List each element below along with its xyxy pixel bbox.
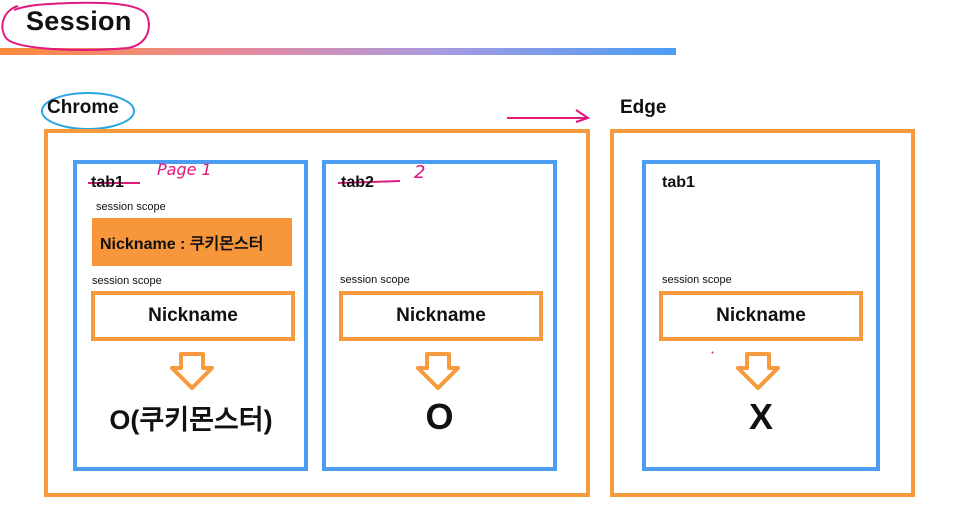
browser-label-edge: Edge xyxy=(620,97,667,118)
session-lookup-box: Nickname xyxy=(339,291,543,341)
tab2-strike xyxy=(337,180,401,184)
tab-box-chrome-tab1 xyxy=(73,160,308,471)
result-text: O(쿠키몬스터) xyxy=(109,405,273,435)
down-arrow-icon xyxy=(170,352,214,390)
down-arrow-icon xyxy=(416,352,460,390)
tab-label-chrome-tab2: tab2 xyxy=(341,174,374,191)
tab-label-chrome-tab1: tab1 xyxy=(91,174,124,191)
stored-session-value: Nickname : 쿠키몬스터 xyxy=(92,218,292,266)
title-underline xyxy=(0,48,676,55)
browser-box-chrome xyxy=(44,129,590,497)
tab-box-edge-tab1 xyxy=(642,160,880,471)
title-highlight-circle xyxy=(1,1,150,51)
handwritten-page-label: 2 xyxy=(414,162,426,183)
session-lookup-box: Nickname xyxy=(659,291,863,341)
tab-box-chrome-tab2 xyxy=(322,160,557,471)
scope-label: session scope xyxy=(340,274,410,286)
browser-box-edge xyxy=(610,129,915,497)
scope-label: session scope xyxy=(92,275,162,287)
down-arrow-icon xyxy=(736,352,780,390)
session-lookup-box: Nickname xyxy=(91,291,295,341)
scope-label: session scope xyxy=(96,201,166,213)
arrow-head-icon xyxy=(575,109,591,123)
scope-label: session scope xyxy=(662,274,732,286)
result-text: O xyxy=(425,396,454,437)
browser-label-chrome: Chrome xyxy=(47,97,119,118)
page-title: Session xyxy=(26,6,132,36)
handwritten-page-label: Page 1 xyxy=(157,160,212,179)
stray-dot xyxy=(711,351,714,354)
result-text: X xyxy=(748,396,773,437)
tab-label-edge-tab1: tab1 xyxy=(662,174,695,191)
